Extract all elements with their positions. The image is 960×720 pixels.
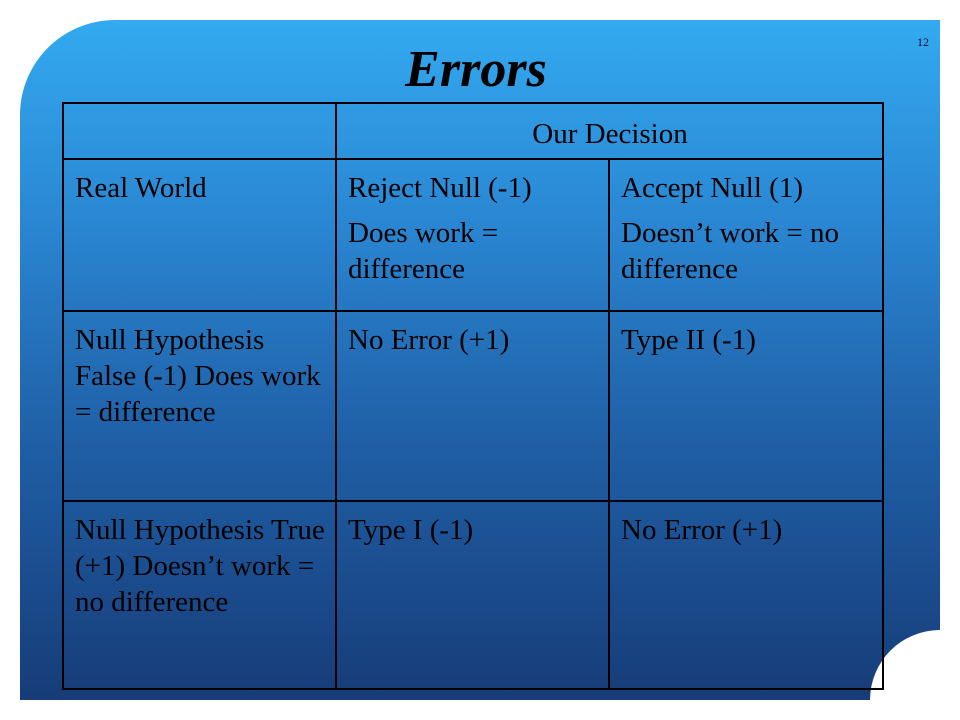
slide-title: Errors bbox=[405, 41, 547, 98]
errors-table: Our Decision Real World Reject Null (-1)… bbox=[62, 102, 884, 690]
cell-no-error: No Error (+1) bbox=[335, 310, 610, 502]
cell-type-i: Type I (-1) bbox=[335, 500, 610, 690]
cell-line: Doesn’t work = no difference bbox=[621, 217, 839, 285]
cell-line: No Error (+1) bbox=[348, 324, 510, 356]
cell-line: Type II (-1) bbox=[621, 324, 756, 356]
cell-reject-null: Reject Null (-1) Does work = difference bbox=[335, 158, 610, 312]
header-empty-cell bbox=[62, 102, 337, 160]
cell-line: Does work = difference bbox=[348, 217, 499, 285]
table-row: Null Hypothesis True (+1) Doesn’t work =… bbox=[62, 500, 884, 690]
cell-type-ii: Type II (-1) bbox=[608, 310, 884, 502]
page-number: 12 bbox=[917, 35, 929, 49]
table-row: Null Hypothesis False (-1) Does work = d… bbox=[62, 310, 884, 502]
cell-no-error-2: No Error (+1) bbox=[608, 500, 884, 690]
header-our-decision: Our Decision bbox=[335, 102, 884, 160]
cell-line: No Error (+1) bbox=[621, 514, 783, 546]
row-label-null-true: Null Hypothesis True (+1) Doesn’t work =… bbox=[62, 500, 337, 690]
cell-line: Accept Null (1) bbox=[621, 172, 803, 204]
table-header-row: Our Decision bbox=[62, 102, 884, 160]
row-label-null-false: Null Hypothesis False (-1) Does work = d… bbox=[62, 310, 337, 502]
cell-line: Reject Null (-1) bbox=[348, 172, 532, 204]
table-row: Real World Reject Null (-1) Does work = … bbox=[62, 158, 884, 312]
row-label-real-world: Real World bbox=[62, 158, 337, 312]
cell-accept-null: Accept Null (1) Doesn’t work = no differ… bbox=[608, 158, 884, 312]
cell-line: Type I (-1) bbox=[348, 514, 474, 546]
